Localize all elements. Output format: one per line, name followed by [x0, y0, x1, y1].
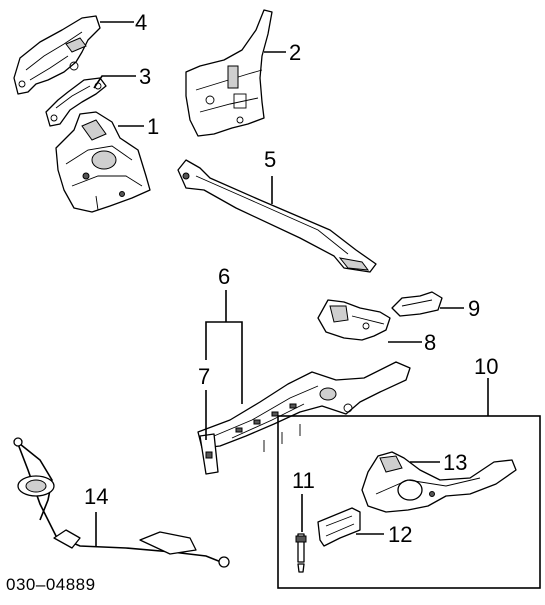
part-2-upper-panel	[185, 9, 273, 137]
part-6-front-side-frame	[197, 361, 411, 475]
leader-lines	[93, 21, 489, 546]
callout-3: 3	[139, 64, 151, 89]
callout-10: 10	[474, 354, 498, 379]
callout-14: 14	[84, 484, 108, 509]
callout-7: 7	[198, 364, 210, 389]
callout-12: 12	[388, 522, 412, 547]
part-5-brace	[177, 159, 377, 273]
part-8-bracket	[317, 299, 391, 341]
callout-4: 4	[135, 10, 147, 35]
callout-2: 2	[289, 40, 301, 65]
part-9-plate	[391, 291, 443, 317]
callout-13: 13	[443, 450, 467, 475]
callout-5: 5	[264, 147, 276, 172]
part-14-stabilizer	[13, 437, 230, 568]
part-12-plate	[317, 507, 361, 547]
group-10-frame	[277, 415, 541, 589]
part-11-bolt	[295, 533, 307, 573]
part-1-wheel-housing	[55, 111, 151, 213]
figure-number: 030–04889	[6, 575, 96, 594]
part-4-bracket	[13, 15, 101, 95]
callout-6: 6	[218, 264, 230, 289]
callout-8: 8	[424, 330, 436, 355]
part-13-frame-rail	[361, 451, 517, 513]
callout-9: 9	[468, 296, 480, 321]
callout-11: 11	[292, 468, 315, 493]
callout-1: 1	[147, 114, 159, 139]
